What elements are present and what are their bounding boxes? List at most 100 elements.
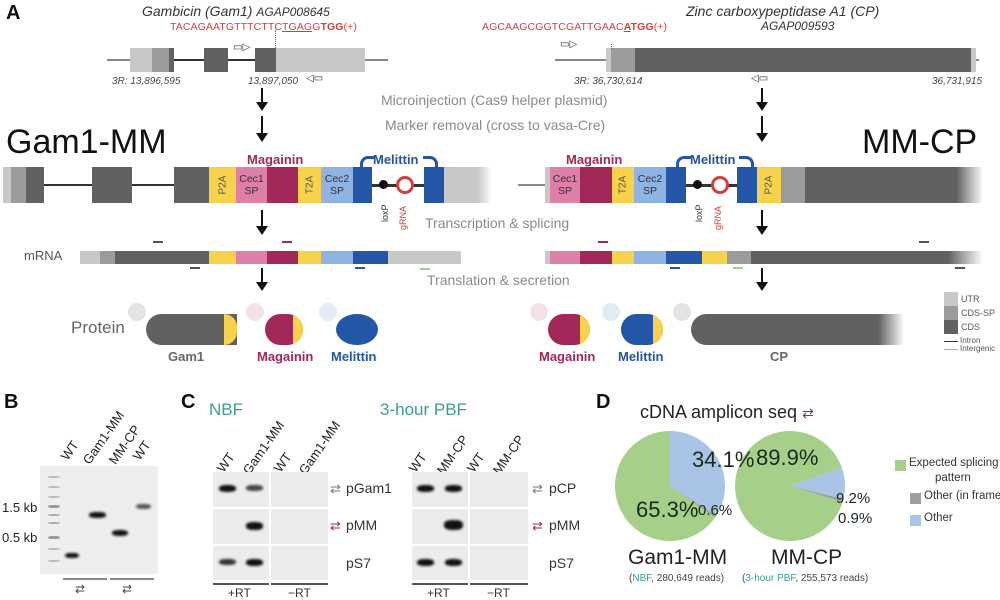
intergenic-line <box>518 184 545 186</box>
cp-coord-end: 36,731,915 <box>932 76 983 87</box>
pie-label-other: 9.2% <box>836 490 871 507</box>
cds-sp-block <box>781 167 805 203</box>
seq-part: TACAGAATGTTTCTTC <box>170 21 283 33</box>
cec1-sp-block <box>550 251 580 264</box>
ladder-band <box>48 522 60 524</box>
step-marker-removal: Marker removal (cross to vasa-Cre) <box>385 117 606 133</box>
primer-pair-icon: ⇄ <box>802 405 814 421</box>
gel-band <box>417 559 434 566</box>
gam1-gene-id: AGAP008645 <box>256 5 330 19</box>
cds-block <box>26 167 44 203</box>
gel-band <box>246 485 263 491</box>
cp-protein-shape <box>691 314 904 345</box>
legend-line-intron <box>944 341 958 342</box>
p2a-block <box>702 251 727 264</box>
lane-label: Gam1-MM <box>295 418 344 477</box>
condition-label-pbf: 3-hour PBF <box>380 400 467 419</box>
step-microinjection: Microinjection (Cas9 helper plasmid) <box>381 92 608 108</box>
gam1-protein-shape <box>146 314 237 345</box>
magainin-label: Magainin <box>247 152 304 167</box>
gel-band <box>417 485 434 492</box>
construct-label-gam1-mm: Gam1-MM <box>6 123 167 161</box>
gel-cell <box>412 472 468 507</box>
arrow-down-icon <box>256 116 268 142</box>
legend-swatch-in-frame <box>910 493 921 504</box>
melittin-bracket-right <box>423 156 438 169</box>
grna-label: gRNA <box>713 205 723 230</box>
melittin-block <box>666 251 702 264</box>
arrow-down-icon <box>756 268 768 291</box>
forward-primer-icon <box>919 241 929 243</box>
protein-cp-label: CP <box>770 349 789 364</box>
signal-peptide-icon <box>673 303 691 321</box>
panel-d-letter: D <box>596 391 611 413</box>
protein-gam1-label: Gam1 <box>168 349 205 364</box>
signal-peptide-icon <box>319 303 337 321</box>
ladder-band <box>48 560 60 562</box>
lane-label: MM-CP <box>489 432 528 477</box>
cds-block <box>92 167 132 203</box>
signal-peptide-icon <box>128 303 146 321</box>
primer-label: pCP <box>549 480 577 496</box>
agarose-gel <box>40 466 158 574</box>
seq-pam: TGG <box>630 21 654 33</box>
cds-block <box>255 48 276 72</box>
rt-label-minus: −RT <box>288 586 311 600</box>
gel-cell <box>213 546 269 580</box>
mrna-label: mRNA <box>24 248 63 263</box>
rt-label-plus: +RT <box>228 586 251 600</box>
protein-melittin-label: Melittin <box>331 349 377 364</box>
p2a-label: P2A <box>763 175 775 195</box>
signal-peptide-icon <box>246 303 264 321</box>
magainin-block <box>267 251 298 264</box>
lane-label: WT <box>57 437 82 463</box>
reverse-primer-icon <box>190 267 200 269</box>
gel-cell <box>470 546 528 580</box>
gel-band <box>219 559 236 565</box>
cec1-sp-block <box>236 251 267 264</box>
gam1-gene-title: Gambicin (Gam1) AGAP008645 <box>142 3 330 19</box>
intron-line <box>174 59 204 61</box>
pie-charts <box>615 431 845 541</box>
cds-block <box>751 251 983 264</box>
forward-primer-icon <box>282 241 292 243</box>
utr-block <box>545 167 550 203</box>
reverse-primer-icon <box>670 267 680 269</box>
chart-title-text: cDNA amplicon seq <box>640 402 798 422</box>
cds-block <box>115 251 209 264</box>
ladder-band <box>48 476 60 478</box>
gel-band <box>219 485 236 492</box>
utr-block <box>276 48 365 72</box>
gel-cell <box>271 546 328 580</box>
step-translation: Translation & secretion <box>427 272 570 288</box>
ladder-band <box>48 548 60 550</box>
intron-line <box>44 184 92 186</box>
t2a-block <box>298 251 321 264</box>
cp-gene-title: Zinc carboxypeptidase A1 (CP) <box>686 3 880 19</box>
melittin-label: Melittin <box>690 152 736 167</box>
melittin-block <box>353 167 372 203</box>
melittin-block <box>666 167 686 203</box>
cds-sp-block <box>11 167 26 203</box>
gel-cell <box>412 546 468 580</box>
primer-label: pGam1 <box>346 480 392 496</box>
grna-site-icon <box>396 176 414 194</box>
primer-pair-icon: ⇄ <box>75 582 86 596</box>
primer-label: pS7 <box>549 555 574 571</box>
gel-band <box>445 559 462 566</box>
gel-band <box>444 520 463 530</box>
ladder-band <box>48 496 60 498</box>
primer-label: pMM <box>549 517 581 533</box>
panel-a-letter: A <box>6 2 21 24</box>
p2a-block: P2A <box>209 167 236 203</box>
slice-in-frame <box>670 486 717 518</box>
legend-label-expected-line2: pattern <box>935 472 971 484</box>
ladder-band <box>48 514 60 516</box>
melittin-protein-shape <box>621 314 663 345</box>
ladder-band <box>48 505 60 508</box>
rt-bar <box>412 583 468 585</box>
pie-label-in-frame: 0.9% <box>838 510 873 527</box>
